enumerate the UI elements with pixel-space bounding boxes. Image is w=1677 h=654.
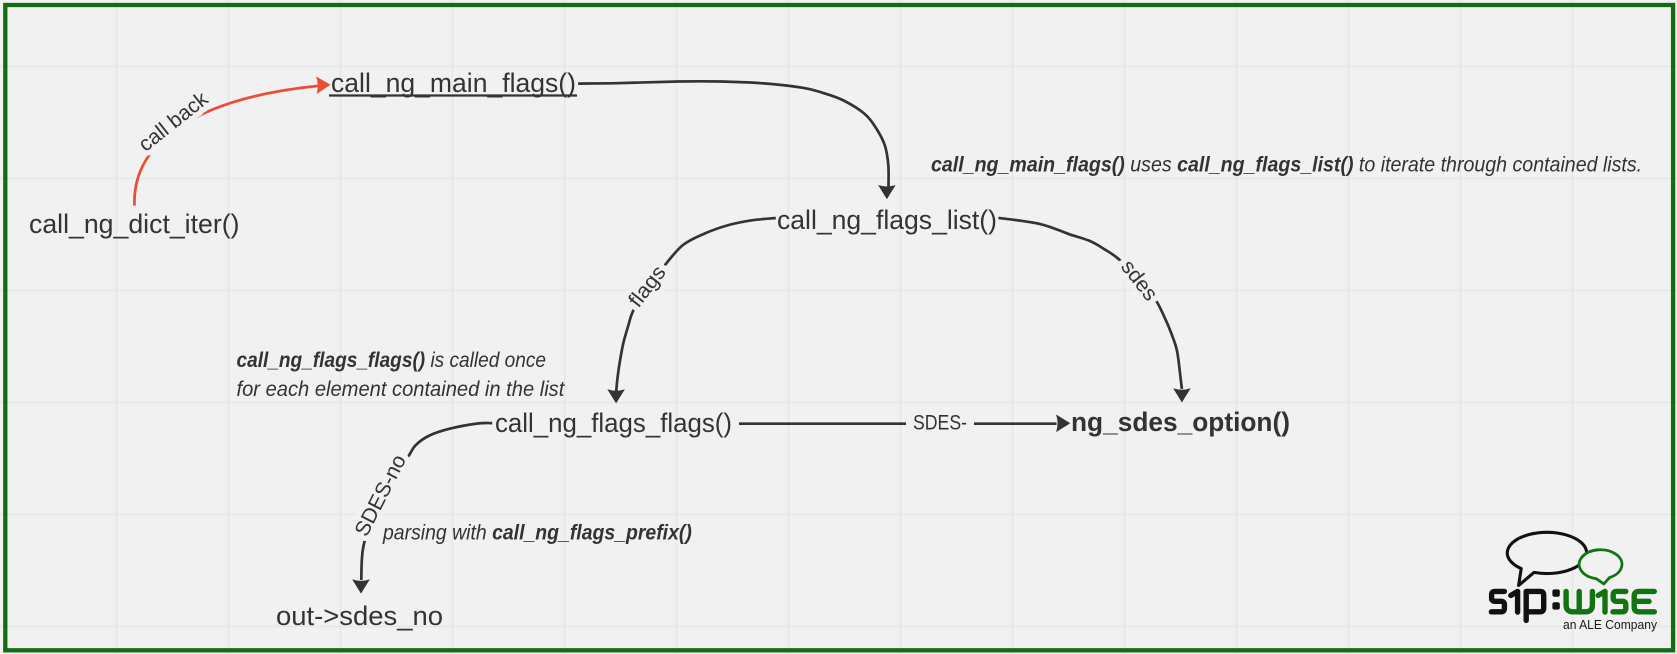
svg-text:call_ng_flags_list(): call_ng_flags_list() (777, 205, 997, 235)
svg-text:call_ng_dict_iter(): call_ng_dict_iter() (29, 209, 240, 239)
svg-text:out->sdes_no: out->sdes_no (276, 601, 443, 631)
svg-text:parsing with call_ng_flags_pre: parsing with call_ng_flags_prefix() (382, 522, 692, 545)
svg-text:ng_sdes_option(): ng_sdes_option() (1071, 407, 1290, 437)
svg-text:for each element contained in: for each element contained in the list (237, 378, 566, 401)
svg-text:call_ng_flags_flags(): call_ng_flags_flags() (495, 408, 732, 438)
svg-text:call_ng_main_flags() uses call: call_ng_main_flags() uses call_ng_flags_… (931, 154, 1642, 177)
svg-text:an ALE Company: an ALE Company (1563, 618, 1658, 632)
svg-text:call_ng_main_flags(): call_ng_main_flags() (331, 68, 576, 98)
svg-text:SDES-: SDES- (913, 412, 967, 435)
svg-text:call_ng_flags_flags() is calle: call_ng_flags_flags() is called once (237, 349, 546, 372)
